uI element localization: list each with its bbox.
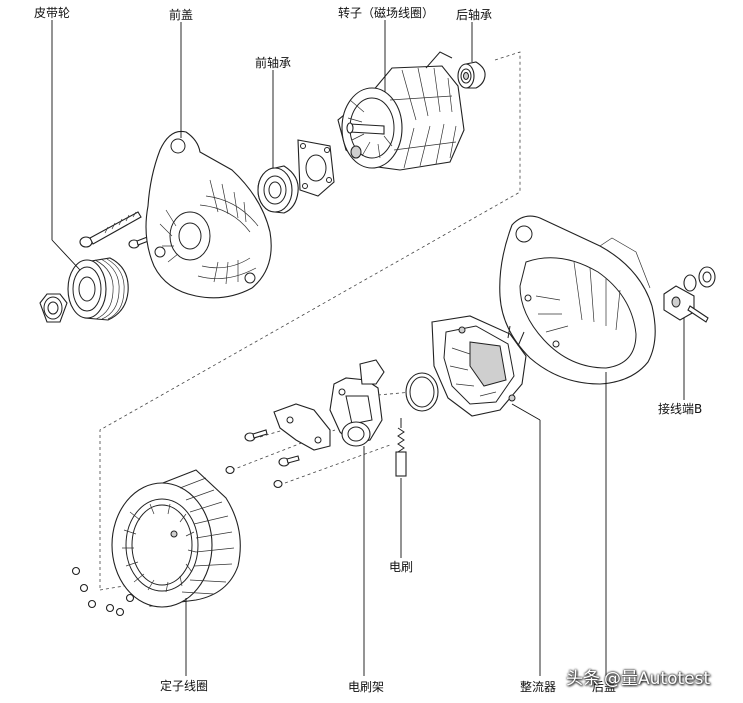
- rear-cover: [499, 215, 656, 385]
- label-front-bearing: 前轴承: [255, 56, 292, 70]
- pulley-nut: [39, 293, 68, 323]
- label-front-cover: 前盖: [169, 8, 194, 22]
- brush-holder: [329, 359, 385, 447]
- label-rear-bearing: 后轴承: [456, 8, 493, 22]
- stator: [111, 469, 241, 608]
- leader-lines: [51, 20, 685, 676]
- rectifier: [431, 315, 527, 417]
- rear-bearing: [457, 61, 486, 89]
- label-stator: 定子线圈: [160, 679, 209, 693]
- pulley: [67, 257, 129, 321]
- snap-ring: [405, 372, 439, 412]
- front-bearing: [257, 165, 299, 214]
- label-rectifier: 整流器: [520, 680, 557, 694]
- stator-screws: [71, 566, 135, 617]
- terminal-b-nut: [683, 266, 716, 292]
- brush: [395, 418, 407, 477]
- rotor: [337, 51, 465, 171]
- label-brush: 电刷: [389, 560, 414, 574]
- label-rear-cover: 后盖: [592, 680, 617, 694]
- watermark-source: 头条: [566, 669, 600, 689]
- front-cover: [145, 130, 272, 299]
- watermark-handle: @量Autotest: [604, 669, 711, 689]
- terminal-b: [663, 285, 709, 323]
- bearing-retainer-plate: [297, 139, 335, 197]
- label-pulley: 皮带轮: [34, 6, 71, 20]
- label-rotor: 转子（磁场线圈）: [338, 6, 435, 20]
- through-bolt: [79, 211, 142, 248]
- label-terminal-b: 接线端B: [658, 402, 703, 416]
- brush-holder-screws: [225, 429, 300, 489]
- regulator-bracket: [273, 403, 331, 451]
- label-brush-holder: 电刷架: [348, 680, 385, 694]
